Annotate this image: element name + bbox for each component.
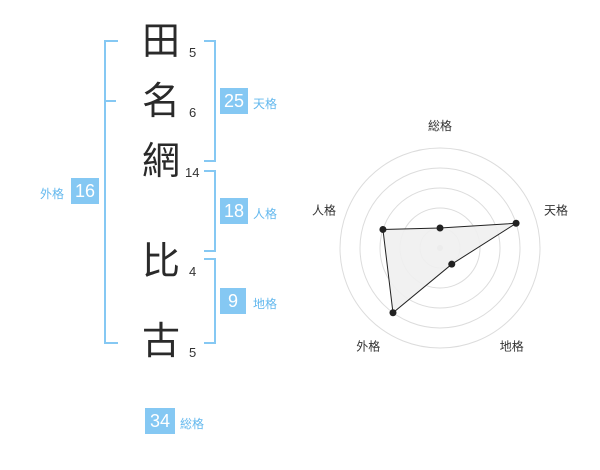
gai-bracket <box>104 40 118 344</box>
stroke-count-3: 14 <box>185 165 200 180</box>
chi-value: 9 <box>220 288 246 314</box>
ten-label: 天格 <box>253 97 278 111</box>
jin-value: 18 <box>220 198 248 224</box>
radar-point <box>512 219 520 227</box>
name-char-2: 名 <box>142 79 181 123</box>
sou-label: 総格 <box>180 417 205 431</box>
name-char-4: 比 <box>142 239 181 283</box>
radar-point <box>389 309 397 317</box>
radar-ring <box>339 147 541 349</box>
radar-point <box>436 224 444 232</box>
gai-value: 16 <box>71 178 99 204</box>
stroke-count-1: 5 <box>189 45 197 60</box>
chi-label: 地格 <box>253 297 278 311</box>
gai-bracket-tick <box>104 100 116 102</box>
radar-axis-label: 外格 <box>356 339 380 354</box>
stroke-count-4: 4 <box>189 264 197 279</box>
chi-bracket <box>204 258 216 344</box>
radar-ring <box>359 167 521 329</box>
name-char-3: 網 <box>142 139 181 183</box>
radar-axis-label: 天格 <box>544 202 568 217</box>
radar-area <box>382 222 517 314</box>
radar-axis-label: 人格 <box>312 202 336 217</box>
jin-bracket <box>204 170 216 252</box>
name-char-5: 古 <box>142 319 181 363</box>
radar-point <box>379 225 387 233</box>
stroke-count-2: 6 <box>189 105 197 120</box>
ten-value: 25 <box>220 88 248 114</box>
ten-bracket <box>204 40 216 162</box>
name-char-1: 田 <box>142 19 181 63</box>
radar-axis-label: 総格 <box>428 118 452 133</box>
gai-label: 外格 <box>40 187 65 201</box>
jin-label: 人格 <box>253 207 278 221</box>
radar-ring <box>379 187 501 309</box>
radar-axis-label: 地格 <box>500 339 524 354</box>
radar-point <box>448 260 456 268</box>
stroke-count-5: 5 <box>189 345 197 360</box>
sou-value: 34 <box>145 408 175 434</box>
